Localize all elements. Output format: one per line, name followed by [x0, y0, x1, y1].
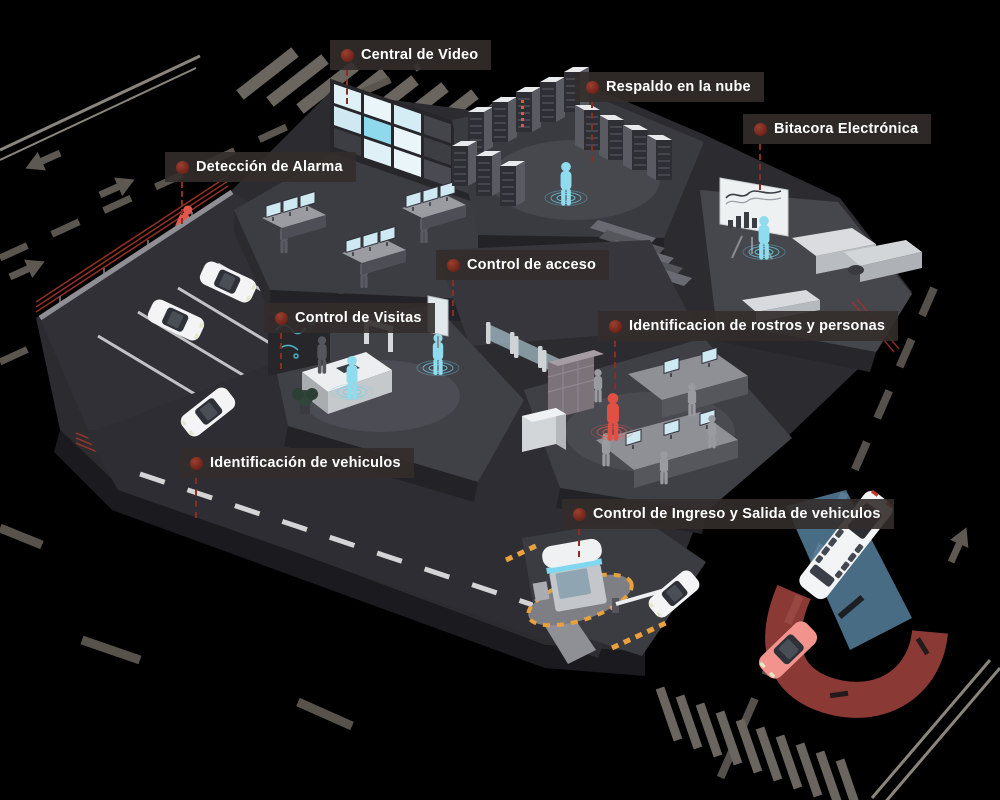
- lane-dash-line: [712, 286, 938, 790]
- road-arrow-icon: [5, 252, 49, 287]
- callout-deteccion-de-alarma: Detección de Alarma: [165, 152, 356, 224]
- callout-label: Identificación de vehiculos: [210, 455, 401, 471]
- callout-connector: [591, 102, 593, 162]
- callout-central-de-video: Central de Video: [330, 40, 492, 104]
- callout-connector: [280, 333, 282, 369]
- road-arrow-icon: [941, 523, 976, 567]
- road-arrow-icon: [21, 143, 65, 178]
- bitacora-area: [700, 177, 922, 372]
- callout-connector: [181, 182, 183, 224]
- callout-connector: [195, 478, 197, 518]
- bench: [742, 290, 820, 312]
- guard-booth: [532, 538, 607, 612]
- road-arrow-icon: [95, 170, 139, 205]
- callout-label: Control de Visitas: [295, 310, 422, 326]
- marker-dot-icon: [573, 507, 586, 521]
- crosswalk-bottom: [655, 686, 859, 800]
- office-desk-row: [628, 346, 748, 418]
- callout-connector: [614, 341, 616, 389]
- operator-desk: [342, 225, 406, 289]
- booth-roof: [542, 538, 602, 568]
- marker-dot-icon: [190, 456, 203, 470]
- road-bottom-right: [655, 286, 1000, 800]
- plant: [292, 388, 318, 414]
- callout-label: Respaldo en la nube: [606, 79, 751, 95]
- marker-dot-icon: [447, 258, 460, 272]
- callout-label: Control de acceso: [467, 257, 597, 273]
- marker-dot-icon: [754, 122, 767, 136]
- callout-connector: [759, 144, 761, 190]
- callout-identificacion-vehiculos: Identificación de vehiculos: [179, 448, 414, 518]
- callout-bitacora-electronica: Bitacora Electrónica: [743, 114, 932, 190]
- callout-identificacion-rostros: Identificacion de rostros y personas: [598, 311, 899, 389]
- kerb: [38, 189, 234, 321]
- office-desk: [792, 228, 922, 282]
- entrance-gate: [504, 518, 706, 664]
- marker-dot-icon: [275, 311, 288, 325]
- callout-label: Control de Ingreso y Salida de vehiculos: [593, 506, 881, 522]
- hazard-stripe-curb: [504, 541, 542, 563]
- callout-control-de-visitas: Control de Visitas: [264, 303, 435, 369]
- vehicle-tracking-lanes: [755, 487, 948, 718]
- callout-control-ingreso-salida: Control de Ingreso y Salida de vehiculos: [562, 499, 894, 557]
- marker-dot-icon: [341, 48, 354, 62]
- office-chair: [848, 265, 864, 275]
- server-racks: [451, 66, 673, 207]
- office-desk-row: [596, 408, 738, 488]
- callout-connector: [452, 280, 454, 316]
- callout-respaldo-en-la-nube: Respaldo en la nube: [575, 72, 764, 162]
- callout-connector: [346, 70, 348, 104]
- callout-connector: [578, 529, 580, 557]
- marker-dot-icon: [586, 80, 599, 94]
- callout-label: Detección de Alarma: [196, 159, 343, 175]
- callout-label: Identificacion de rostros y personas: [629, 318, 886, 334]
- operator-desk: [262, 190, 326, 254]
- bus-lane-highlight: [786, 490, 912, 650]
- hazard-stripe-curb: [610, 619, 670, 651]
- lockers: [547, 350, 604, 420]
- callout-label: Central de Video: [361, 47, 479, 63]
- marker-dot-icon: [176, 160, 189, 174]
- drive-dash-line: [139, 471, 561, 617]
- callout-control-de-acceso: Control de acceso: [436, 250, 610, 316]
- callout-label: Bitacora Electrónica: [774, 121, 919, 137]
- booth-glow-band: [546, 558, 603, 574]
- operator-desk: [402, 180, 466, 244]
- copier: [522, 408, 566, 452]
- rack-status-lights: [521, 100, 524, 127]
- road-bottom-left: [0, 523, 354, 731]
- marker-dot-icon: [609, 319, 622, 333]
